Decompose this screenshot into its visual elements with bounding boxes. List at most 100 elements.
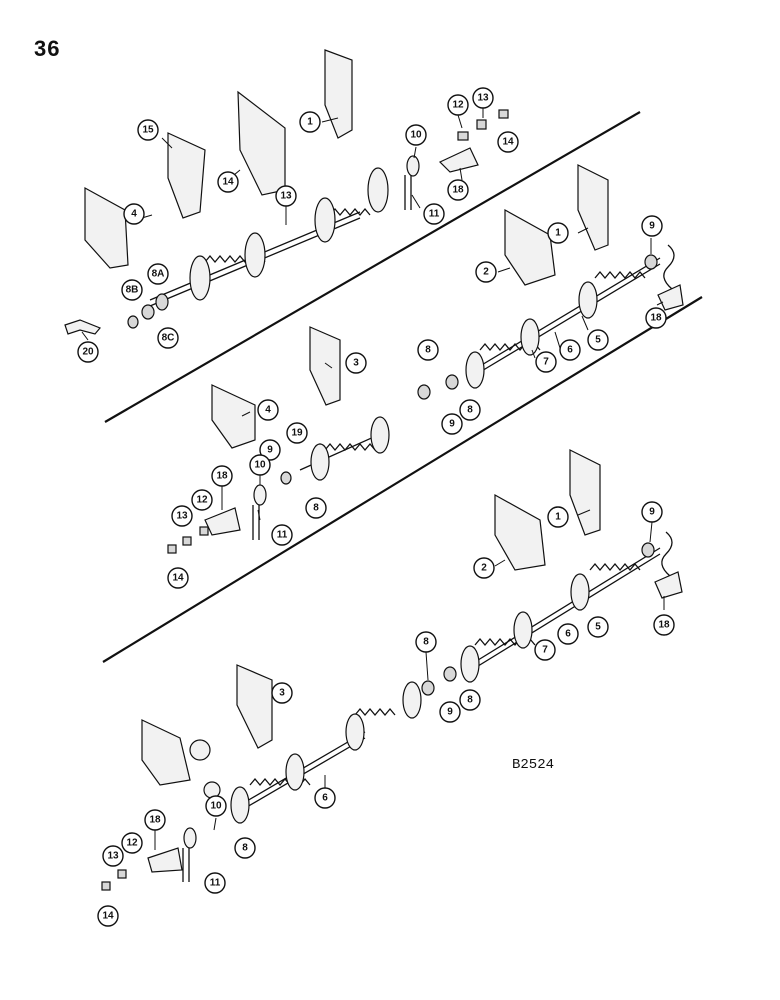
svg-text:13: 13 bbox=[176, 511, 188, 522]
svg-text:3: 3 bbox=[279, 688, 285, 699]
callout-17: 15 bbox=[137, 119, 159, 141]
separator-line-1 bbox=[104, 111, 641, 423]
svg-text:14: 14 bbox=[502, 137, 514, 148]
callout-9f: 9 bbox=[439, 701, 461, 723]
svg-text:10: 10 bbox=[410, 130, 422, 141]
callout-14a: 14 bbox=[497, 131, 519, 153]
svg-text:14: 14 bbox=[102, 911, 114, 922]
svg-text:6: 6 bbox=[565, 629, 571, 640]
callout-3b: 3 bbox=[345, 352, 367, 374]
figure-code: B2524 bbox=[512, 757, 555, 773]
svg-text:6: 6 bbox=[567, 345, 573, 356]
svg-text:7: 7 bbox=[543, 357, 549, 368]
shield-2-mid bbox=[504, 208, 556, 286]
callout-9b: 9 bbox=[641, 215, 663, 237]
svg-text:18: 18 bbox=[650, 313, 662, 324]
svg-text:8: 8 bbox=[467, 405, 473, 416]
assembly-3 bbox=[101, 449, 683, 891]
callout-5c: 5 bbox=[587, 616, 609, 638]
shield-16 bbox=[237, 90, 286, 196]
callout-4b: 4 bbox=[257, 399, 279, 421]
callout-8c: 8C bbox=[157, 327, 179, 349]
svg-text:8: 8 bbox=[313, 503, 319, 514]
shield-1-top bbox=[324, 49, 353, 139]
svg-text:5: 5 bbox=[595, 335, 601, 346]
shield-19-top bbox=[438, 147, 479, 173]
svg-text:2: 2 bbox=[481, 563, 487, 574]
svg-text:5: 5 bbox=[595, 622, 601, 633]
shield-1-bottom bbox=[569, 449, 601, 536]
shield-3-bottom bbox=[236, 664, 273, 749]
svg-text:2: 2 bbox=[483, 267, 489, 278]
svg-text:8: 8 bbox=[425, 345, 431, 356]
svg-text:13: 13 bbox=[280, 191, 292, 202]
svg-text:9: 9 bbox=[447, 707, 453, 718]
svg-text:8: 8 bbox=[423, 637, 429, 648]
callout-19c: 18 bbox=[211, 465, 233, 487]
svg-text:4: 4 bbox=[131, 209, 137, 220]
svg-text:8B: 8B bbox=[126, 285, 139, 296]
callout-2b: 2 bbox=[475, 261, 497, 283]
callout-20: 20 bbox=[77, 341, 99, 363]
svg-text:14: 14 bbox=[222, 177, 234, 188]
callout-13c: 13 bbox=[102, 845, 124, 867]
callout-9c: 9 bbox=[441, 413, 463, 435]
shield-3-mid bbox=[309, 326, 341, 406]
callout-11a: 11 bbox=[423, 203, 445, 225]
svg-text:15: 15 bbox=[142, 125, 154, 136]
svg-text:1: 1 bbox=[555, 512, 561, 523]
svg-text:8: 8 bbox=[467, 695, 473, 706]
svg-text:11: 11 bbox=[429, 209, 440, 220]
svg-text:12: 12 bbox=[452, 100, 464, 111]
callout-10b: 10 bbox=[249, 454, 271, 476]
svg-text:20: 20 bbox=[82, 347, 94, 358]
svg-text:12: 12 bbox=[196, 495, 208, 506]
callout-1b: 1 bbox=[547, 222, 569, 244]
callout-14b: 14 bbox=[167, 567, 189, 589]
callout-19b: 18 bbox=[645, 307, 667, 329]
svg-text:6: 6 bbox=[322, 793, 328, 804]
svg-text:11: 11 bbox=[277, 530, 288, 541]
callout-11c: 11 bbox=[204, 872, 226, 894]
svg-text:3: 3 bbox=[353, 358, 359, 369]
callout-1c: 1 bbox=[547, 506, 569, 528]
callout-7c: 7 bbox=[534, 639, 556, 661]
callout-8f: 8 bbox=[305, 497, 327, 519]
callout-4a: 4 bbox=[123, 203, 145, 225]
svg-text:18: 18 bbox=[658, 620, 670, 631]
callout-6b: 6 bbox=[559, 339, 581, 361]
callout-6c: 6 bbox=[557, 623, 579, 645]
shield-2-bottom bbox=[494, 493, 546, 571]
callout-16: 14 bbox=[217, 171, 239, 193]
callout-5b: 5 bbox=[587, 329, 609, 351]
svg-text:19: 19 bbox=[291, 428, 303, 439]
svg-text:18: 18 bbox=[216, 471, 228, 482]
callout-19e: 18 bbox=[144, 809, 166, 831]
svg-text:9: 9 bbox=[449, 419, 455, 430]
svg-text:4: 4 bbox=[265, 405, 271, 416]
callout-8h: 8 bbox=[459, 689, 481, 711]
callout-14c: 14 bbox=[97, 905, 119, 927]
shield-4-top bbox=[84, 186, 129, 269]
svg-text:1: 1 bbox=[307, 117, 313, 128]
assembly-2 bbox=[167, 164, 684, 554]
svg-text:10: 10 bbox=[210, 801, 222, 812]
callout-12a: 12 bbox=[447, 94, 469, 116]
callout-19d: 18 bbox=[653, 614, 675, 636]
svg-text:8C: 8C bbox=[162, 333, 175, 344]
callout-10c: 10 bbox=[205, 795, 227, 817]
callout-9d: 9 bbox=[259, 439, 281, 461]
callout-12c: 12 bbox=[121, 832, 143, 854]
callout-6d: 6 bbox=[314, 787, 336, 809]
svg-text:8A: 8A bbox=[152, 269, 165, 280]
callout-15: 13 bbox=[275, 185, 297, 207]
callout-8i: 8 bbox=[234, 837, 256, 859]
svg-text:9: 9 bbox=[649, 507, 655, 518]
callout-2c: 2 bbox=[473, 557, 495, 579]
shield-4-mid bbox=[211, 384, 256, 449]
svg-text:8: 8 bbox=[242, 843, 248, 854]
callout-10a: 10 bbox=[405, 124, 427, 146]
callout-11b: 11 bbox=[271, 524, 293, 546]
callout-9e: 9 bbox=[641, 501, 663, 523]
